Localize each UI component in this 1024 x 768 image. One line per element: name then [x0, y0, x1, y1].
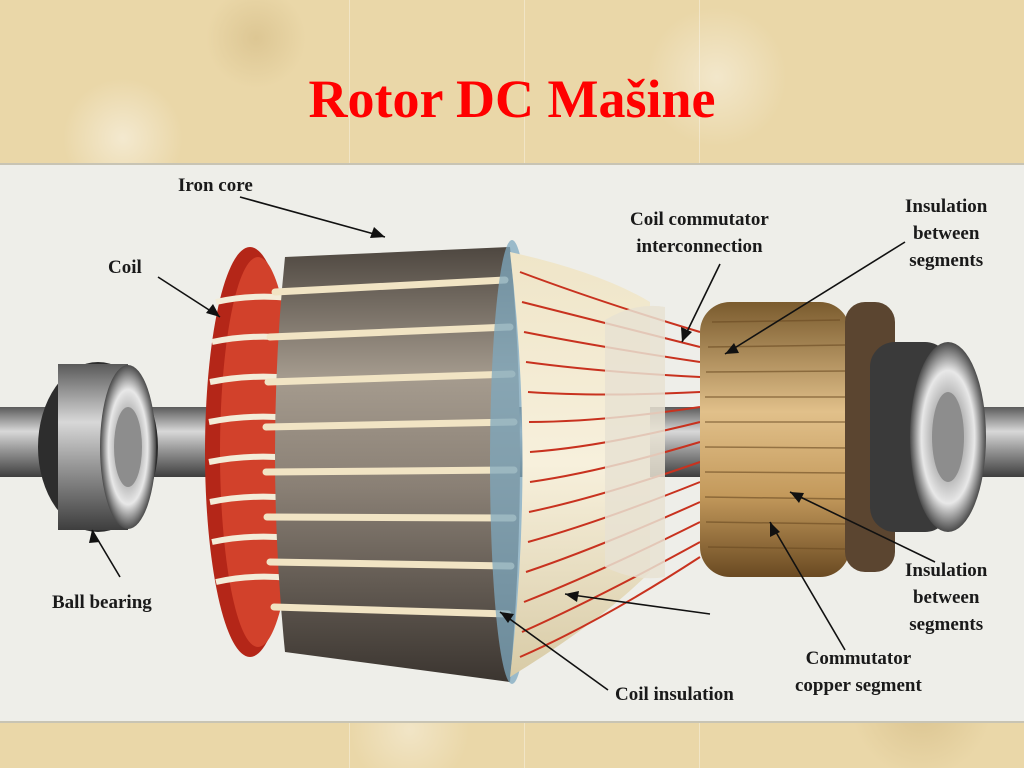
coil-end-left: [205, 247, 296, 657]
commutator: [700, 302, 895, 577]
label-insulation-between-segments-bottom: Insulation between segments: [905, 557, 987, 638]
iron-core: [262, 240, 534, 684]
label-line: segments: [909, 250, 984, 271]
arrowheads: [89, 227, 804, 623]
label-ball-bearing: Ball bearing: [52, 592, 152, 613]
label-line: between: [912, 587, 980, 608]
slide-title: Rotor DC Mašine: [308, 69, 716, 129]
label-line: Commutator: [805, 648, 912, 669]
label-line: Insulation: [905, 196, 988, 217]
winding-bundle: [510, 252, 701, 677]
label-line: copper segment: [795, 675, 922, 696]
rotor-photo: Iron core Coil Ball bearing Coil commuta…: [0, 163, 1024, 723]
label-line: segments: [909, 614, 984, 635]
label-coil-insulation: Coil insulation: [615, 684, 734, 705]
label-coil-commutator-interconnection: Coil commutator interconnection: [630, 206, 769, 260]
ball-bearing-right: [870, 342, 986, 532]
rotor-illustration: [0, 196, 1024, 691]
label-line: Coil commutator: [630, 209, 769, 230]
label-line: Insulation: [905, 560, 988, 581]
label-line: between: [912, 223, 980, 244]
label-commutator-copper-segment: Commutator copper segment: [795, 645, 922, 699]
ball-bearing-left: [38, 362, 158, 532]
label-iron-core: Iron core: [178, 175, 253, 196]
label-line: interconnection: [636, 236, 763, 257]
leader-lines: [91, 196, 936, 691]
label-coil: Coil: [108, 257, 142, 278]
label-insulation-between-segments-top: Insulation between segments: [905, 193, 987, 274]
